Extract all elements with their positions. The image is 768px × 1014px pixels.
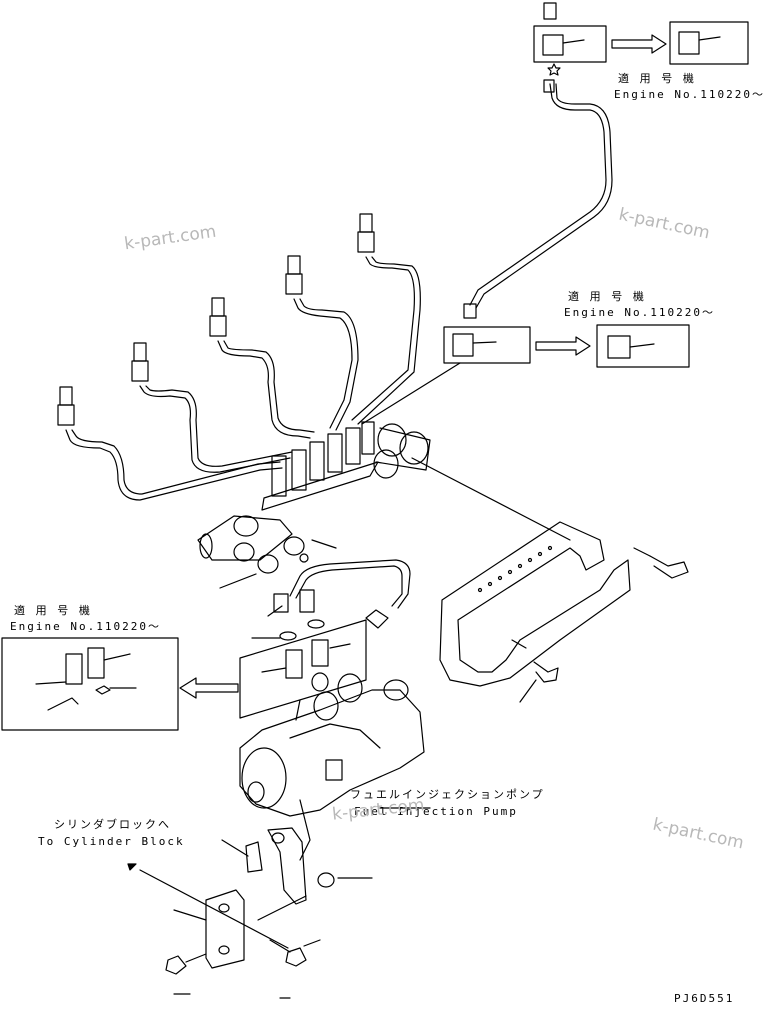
engine-no-left: Engine No.110220〜 xyxy=(10,620,161,633)
delivery-valve-cluster xyxy=(261,421,431,511)
mounting-bracket xyxy=(439,521,689,703)
detail-box-mid-left xyxy=(443,326,531,364)
fuel-pipe-long xyxy=(469,83,607,306)
applicability-jp-left: 適 用 号 機 xyxy=(14,604,92,617)
pump-label-jp: フュエルインジェクションポンプ xyxy=(350,788,545,801)
block-label-jp: シリンダブロックへ xyxy=(54,818,171,831)
detail-box-top-left xyxy=(533,2,607,63)
star-marker xyxy=(547,63,561,76)
detail-box-top-right xyxy=(669,21,749,65)
engine-no-mid: Engine No.110220〜 xyxy=(564,306,715,319)
detail-box-left xyxy=(1,637,179,731)
arrow-right-mid xyxy=(535,336,591,356)
applicability-jp-top: 適 用 号 機 xyxy=(618,72,696,85)
injection-pipes xyxy=(57,213,421,501)
engine-no-top: Engine No.110220〜 xyxy=(614,88,765,101)
parts-panel-middle xyxy=(239,619,367,719)
block-label-en: To Cylinder Block xyxy=(38,835,185,848)
drawing-number: PJ6D551 xyxy=(674,992,735,1005)
arrow-right-top xyxy=(611,34,667,54)
small-return-pipe xyxy=(273,559,411,629)
applicability-jp-mid: 適 用 号 機 xyxy=(568,290,646,303)
lower-bracket xyxy=(139,827,373,999)
arrow-left xyxy=(179,677,239,699)
pump-upper-body xyxy=(197,515,309,574)
pump-label-en: Fuel Injection Pump xyxy=(354,805,518,818)
fuel-injection-pump xyxy=(239,672,425,861)
detail-box-mid-right xyxy=(596,324,690,368)
